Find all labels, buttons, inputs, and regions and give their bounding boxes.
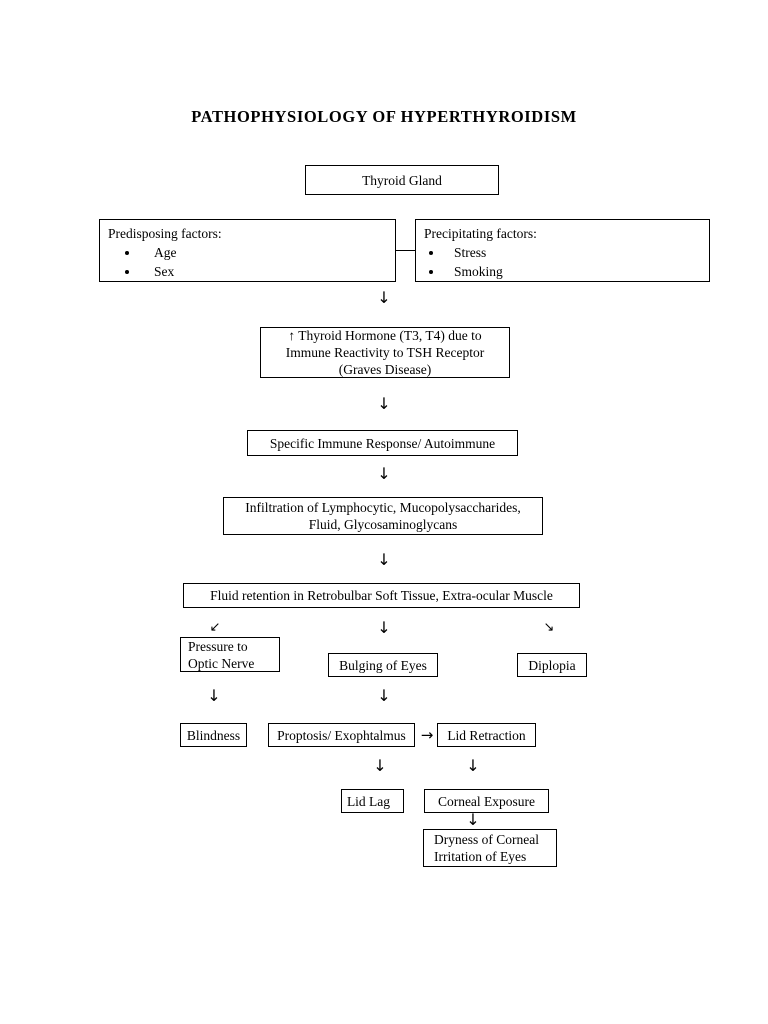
page-title: PATHOPHYSIOLOGY OF HYPERTHYROIDISM [191,107,577,126]
node-thyroid-hormone-line2: Immune Reactivity to TSH Receptor [285,345,485,360]
node-precipitating-factors: Precipitating factors: Stress Smoking [415,219,710,282]
node-pressure-optic-nerve-line2: Optic Nerve [188,655,255,671]
node-thyroid-hormone-line3: (Graves Disease) [338,362,432,377]
arrow-right-to-lid-retraction: → [420,726,434,744]
node-lid-retraction-label: Lid Retraction [447,727,526,743]
list-item: Age [140,243,387,262]
arrow-down-to-lid-lag: ↓ [373,756,387,775]
node-bulging-of-eyes-label: Bulging of Eyes [339,657,427,673]
arrow-down-to-fluid-retention: ↓ [377,550,391,569]
list-item: Smoking [444,262,701,281]
node-thyroid-hormone: ↑ Thyroid Hormone (T3, T4) due to Immune… [260,327,510,378]
node-fluid-retention: Fluid retention in Retrobulbar Soft Tiss… [183,583,580,608]
node-lid-retraction: Lid Retraction [437,723,536,747]
arrow-down-right-to-diplopia: ↘ [543,620,555,635]
node-proptosis-label: Proptosis/ Exophtalmus [277,727,406,743]
node-pressure-optic-nerve: Pressure to Optic Nerve [180,637,280,672]
node-corneal-exposure: Corneal Exposure [424,789,549,813]
node-infiltration: Infiltration of Lymphocytic, Mucopolysac… [223,497,543,535]
arrow-down-to-blindness: ↓ [207,686,221,705]
node-blindness-label: Blindness [186,727,241,743]
arrow-down-to-immune-response: ↓ [377,394,391,413]
predisposing-heading: Predisposing factors: [108,226,222,241]
node-dryness-line2: Irritation of Eyes [434,849,527,864]
node-diplopia: Diplopia [517,653,587,677]
node-immune-response-label: Specific Immune Response/ Autoimmune [269,435,496,451]
arrow-down-to-infiltration: ↓ [377,464,391,483]
node-bulging-of-eyes: Bulging of Eyes [328,653,438,677]
node-blindness: Blindness [180,723,247,747]
node-immune-response: Specific Immune Response/ Autoimmune [247,430,518,456]
arrow-down-to-dryness: ↓ [466,810,480,829]
node-thyroid-hormone-line1: ↑ Thyroid Hormone (T3, T4) due to [288,328,482,343]
node-diplopia-label: Diplopia [528,657,576,673]
node-thyroid-gland-label: Thyroid Gland [362,172,442,188]
list-item: Stress [444,243,701,262]
predisposing-list: Age Sex [108,243,387,281]
arrow-down-to-proptosis: ↓ [377,686,391,705]
precipitating-heading: Precipitating factors: [424,226,537,241]
node-lid-lag-label: Lid Lag [346,793,391,809]
arrow-down-to-bulging: ↓ [377,618,391,637]
arrow-down-left-to-pressure: ↙ [209,620,221,635]
node-fluid-retention-label: Fluid retention in Retrobulbar Soft Tiss… [210,588,553,603]
node-pressure-optic-nerve-line1: Pressure to [188,638,248,654]
list-item: Sex [140,262,387,281]
node-lid-lag: Lid Lag [341,789,404,813]
node-dryness-line1: Dryness of Corneal [434,832,539,847]
node-infiltration-line1: Infiltration of Lymphocytic, Mucopolysac… [245,500,521,515]
node-predisposing-factors: Predisposing factors: Age Sex [99,219,396,282]
precipitating-list: Stress Smoking [424,243,701,281]
node-corneal-exposure-label: Corneal Exposure [437,793,536,809]
node-proptosis: Proptosis/ Exophtalmus [268,723,415,747]
node-infiltration-line2: Fluid, Glycosaminoglycans [308,517,458,532]
node-thyroid-gland: Thyroid Gland [305,165,499,195]
arrow-down-to-corneal-exposure: ↓ [466,756,480,775]
node-dryness-irritation: Dryness of Corneal Irritation of Eyes [423,829,557,867]
arrow-down-to-hormone: ↓ [377,288,391,307]
factors-connector-line [396,250,415,251]
